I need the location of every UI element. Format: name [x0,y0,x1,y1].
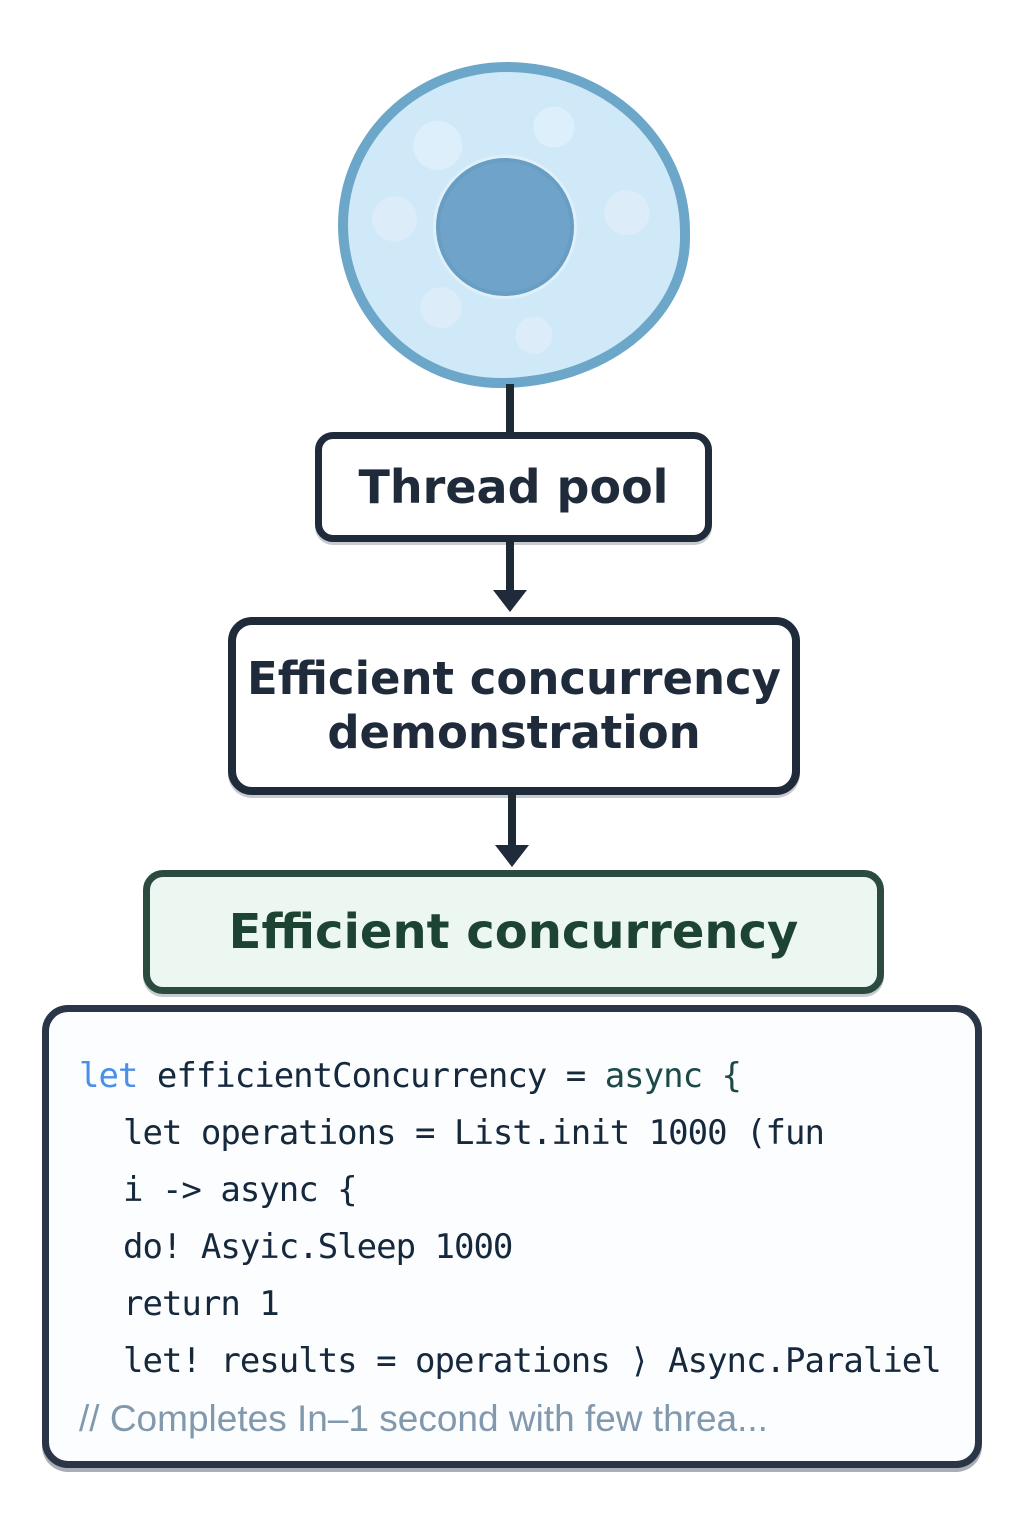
connector-cell-to-thread-pool [506,384,514,434]
node-demo-label-line1: Efficient concurrency [246,652,782,705]
code-line: let! results = operations ⟩ Async.Parali… [123,1341,942,1381]
arrow-demo-to-efficient [508,793,516,847]
code-line: let operations = List.init 1000 (fun [123,1113,825,1153]
node-thread-pool-label: Thread pool [358,460,669,514]
arrow-thread-pool-to-demo [506,540,514,592]
code-line: i -> async { [123,1170,358,1210]
code-line: return 1 [123,1284,280,1324]
code-keyword-async: async { [604,1056,742,1096]
code-block: let efficientConcurrency = async { let o… [42,1005,982,1468]
node-demo-label-line2: demonstration [327,706,701,759]
cell-illustration [338,62,690,388]
arrowhead-down-icon [493,590,527,612]
code-line1-mid: efficientConcurrency = [137,1056,605,1096]
code-keyword-let: let [79,1056,138,1096]
node-thread-pool: Thread pool [315,432,712,542]
code-line: let efficientConcurrency = async { [79,1048,953,1105]
code-line: do! Asyic.Sleep 1000 [123,1227,513,1267]
code-comment-line: // Completes In–1 second with few threa.… [79,1398,768,1439]
node-efficient-concurrency: Efficient concurrency [143,870,884,994]
node-efficient-label: Efficient concurrency [228,904,799,960]
cell-nucleus [436,158,574,296]
arrowhead-down-icon [495,845,529,867]
node-efficient-concurrency-demonstration: Efficient concurrency demonstration [228,617,800,795]
